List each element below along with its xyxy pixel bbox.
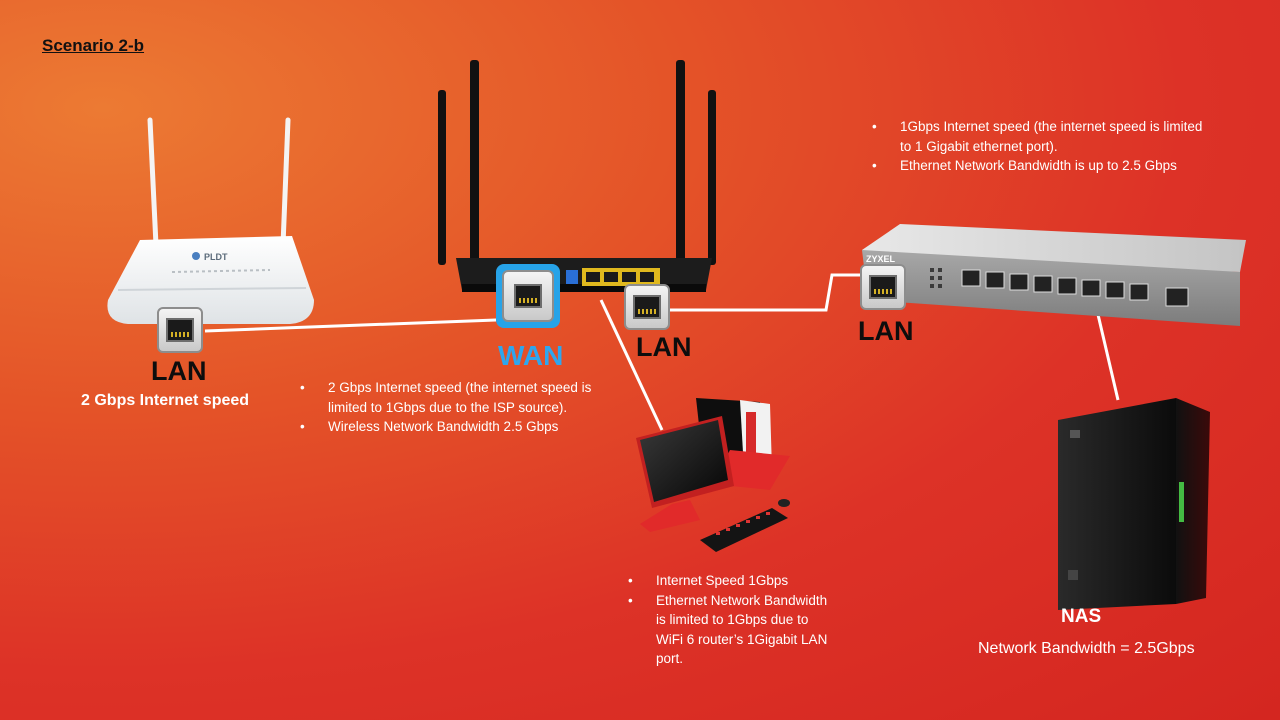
desktop-pc-device <box>636 398 790 552</box>
cables <box>204 273 1120 431</box>
switch-lan-label: LAN <box>858 316 914 346</box>
cable-router-pc <box>599 299 664 431</box>
switch-brand: ZYXEL <box>866 254 896 264</box>
router-note-item: 2 Gbps Internet speed (the internet spee… <box>298 378 628 417</box>
modem-brand: PLDT <box>204 252 228 262</box>
cable-router-switch <box>670 273 862 312</box>
pc-notes: Internet Speed 1Gbps Ethernet Network Ba… <box>626 571 836 669</box>
router-notes: 2 Gbps Internet speed (the internet spee… <box>298 378 628 437</box>
nas-bandwidth-label: Network Bandwidth = 2.5Gbps <box>978 640 1195 657</box>
pc-note-item: Ethernet Network Bandwidth is limited to… <box>626 591 836 669</box>
page-title: Scenario 2-b <box>42 36 145 55</box>
nas-device <box>1058 398 1210 610</box>
pc-note-item: Internet Speed 1Gbps <box>626 571 836 591</box>
cable-switch-nas <box>1094 305 1120 401</box>
router-lan-port-icon <box>624 284 670 330</box>
switch-note-item: Ethernet Network Bandwidth is up to 2.5 … <box>870 156 1210 176</box>
cable-modem-router <box>204 318 497 333</box>
modem-lan-port-icon <box>157 307 203 353</box>
switch-notes: 1Gbps Internet speed (the internet speed… <box>870 117 1210 176</box>
router-wan-port-icon <box>496 264 560 328</box>
modem-device: PLDT <box>107 117 314 324</box>
router-lan-label: LAN <box>636 332 692 362</box>
router-note-item: Wireless Network Bandwidth 2.5 Gbps <box>298 417 628 437</box>
nas-label: NAS <box>1061 606 1102 627</box>
switch-lan-port-icon <box>860 264 906 310</box>
router-wan-label: WAN <box>498 340 564 371</box>
switch-device: ZYXEL <box>862 224 1246 326</box>
router-device <box>438 60 716 292</box>
modem-speed-label: 2 Gbps Internet speed <box>81 392 250 409</box>
switch-note-item: 1Gbps Internet speed (the internet speed… <box>870 117 1210 156</box>
modem-lan-label: LAN <box>151 356 207 386</box>
